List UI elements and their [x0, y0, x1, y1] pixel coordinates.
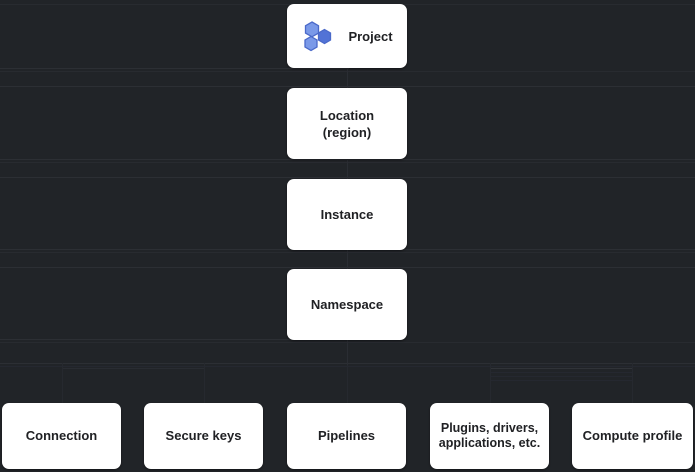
branch-segment-right-2: [490, 372, 632, 373]
branch-drop-secure-keys: [204, 363, 205, 403]
node-project[interactable]: Project: [287, 4, 407, 68]
node-pipelines[interactable]: Pipelines: [287, 403, 406, 469]
spine-namespace-branch: [347, 339, 348, 365]
branch-drop-plugins: [490, 363, 491, 403]
branch-segment-right-3: [490, 376, 632, 377]
branch-segment-right-4: [490, 380, 632, 381]
node-namespace-label: Namespace: [310, 297, 384, 312]
node-location-label: Location (region): [319, 107, 375, 140]
branch-segment-right: [490, 368, 632, 369]
node-plugins[interactable]: Plugins, drivers, applications, etc.: [430, 403, 549, 469]
node-instance-label: Instance: [320, 207, 374, 222]
node-instance[interactable]: Instance: [287, 179, 407, 250]
node-compute-profile-label: Compute profile: [582, 428, 683, 443]
node-connection-label: Connection: [25, 428, 98, 443]
node-namespace[interactable]: Namespace: [287, 269, 407, 340]
spine-location-instance: [347, 159, 348, 179]
branch-drop-pipelines: [347, 342, 348, 403]
node-compute-profile[interactable]: Compute profile: [572, 403, 693, 469]
node-plugins-label: Plugins, drivers, applications, etc.: [438, 421, 541, 450]
connector-line-top-right: [425, 4, 695, 5]
branch-drop-connection: [62, 363, 63, 403]
connector-line-row1-bottom: [0, 68, 349, 69]
spine-instance-namespace: [347, 249, 348, 269]
spine-project-location: [347, 68, 348, 88]
branch-segment-left: [62, 368, 204, 369]
node-connection[interactable]: Connection: [2, 403, 121, 469]
node-project-label: Project: [348, 28, 393, 44]
connector-line-row4-bottom: [0, 339, 349, 340]
node-secure-keys[interactable]: Secure keys: [144, 403, 263, 469]
node-location[interactable]: Location (region): [287, 88, 407, 159]
node-secure-keys-label: Secure keys: [165, 428, 242, 443]
node-pipelines-label: Pipelines: [317, 428, 376, 443]
hexagon-cluster-icon: [301, 19, 335, 53]
branch-drop-compute: [632, 363, 633, 403]
